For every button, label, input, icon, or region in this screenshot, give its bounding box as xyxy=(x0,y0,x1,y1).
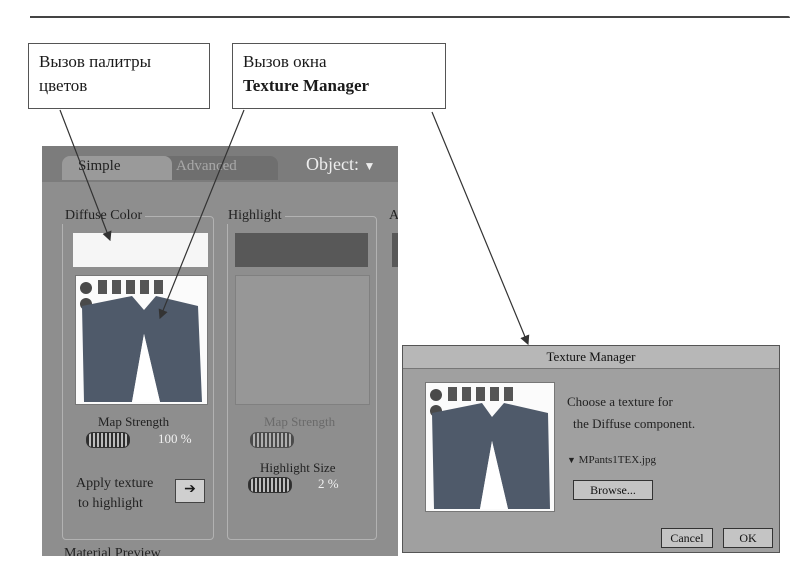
highlight-size-label: Highlight Size xyxy=(260,460,336,475)
diffuse-texture-preview[interactable] xyxy=(75,275,208,405)
cancel-button[interactable]: Cancel xyxy=(661,528,713,548)
dialog-texture-preview xyxy=(425,382,555,512)
browse-button[interactable]: Browse... xyxy=(573,480,653,500)
callout-tm-line1: Вызов окна xyxy=(243,52,327,71)
dialog-prompt-line1: Choose a texture for xyxy=(567,394,673,409)
apply-texture-button[interactable]: ➔ xyxy=(175,479,205,503)
callout-color-palette: Вызов палитры цветов xyxy=(28,43,210,109)
texture-filename: MPants1TEX.jpg xyxy=(578,454,656,466)
apply-texture-label-1: Apply texture xyxy=(76,476,154,491)
diffuse-map-strength-dial[interactable] xyxy=(86,432,130,448)
highlight-map-strength-label: Map Strength xyxy=(264,414,336,429)
dialog-pants-texture-image xyxy=(430,387,550,509)
highlight-group xyxy=(227,216,377,540)
material-preview-label: Material Preview xyxy=(64,546,161,556)
diffuse-map-strength-label: Map Strength xyxy=(98,414,170,429)
texture-file-selector[interactable]: ▼ MPants1TEX.jpg xyxy=(567,454,656,466)
tab-advanced[interactable]: Advanced xyxy=(160,156,278,180)
highlight-size-dial[interactable] xyxy=(248,477,292,493)
diffuse-color-swatch[interactable] xyxy=(73,233,208,267)
diffuse-map-strength-value: 100 % xyxy=(158,431,192,446)
tab-bar: Advanced Simple Object: ▼ xyxy=(42,146,398,182)
callout-tm-line2: Texture Manager xyxy=(243,76,370,95)
diffuse-color-title: Diffuse Color xyxy=(62,208,146,224)
callout-palette-line2: цветов xyxy=(39,76,88,95)
triangle-down-icon: ▼ xyxy=(567,455,576,465)
object-menu[interactable]: Object: ▼ xyxy=(306,154,375,175)
dialog-prompt-line2: the Diffuse component. xyxy=(573,416,696,431)
material-editor-panel: Advanced Simple Object: ▼ Diffuse Color … xyxy=(42,146,398,556)
highlight-color-swatch[interactable] xyxy=(235,233,368,267)
top-rule xyxy=(30,16,790,18)
texture-manager-dialog: Texture Manager Choose a texture for the… xyxy=(402,345,780,553)
highlight-title: Highlight xyxy=(225,208,285,224)
object-menu-label: Object: xyxy=(306,154,359,174)
chevron-down-icon: ▼ xyxy=(363,159,376,173)
tab-simple[interactable]: Simple xyxy=(62,156,172,180)
ok-button[interactable]: OK xyxy=(723,528,773,548)
highlight-size-value: 2 % xyxy=(318,476,339,491)
pants-texture-image xyxy=(80,280,202,402)
highlight-texture-preview xyxy=(235,275,370,405)
arrow-right-icon: ➔ xyxy=(184,482,196,497)
callout-texture-manager: Вызов окна Texture Manager xyxy=(232,43,446,109)
third-group-title: A xyxy=(386,208,398,224)
callout-palette-line1: Вызов палитры xyxy=(39,52,152,71)
dialog-title: Texture Manager xyxy=(403,346,779,369)
apply-texture-label-2: to highlight xyxy=(78,496,143,511)
highlight-map-strength-dial[interactable] xyxy=(250,432,294,448)
third-group-swatch xyxy=(392,233,398,267)
